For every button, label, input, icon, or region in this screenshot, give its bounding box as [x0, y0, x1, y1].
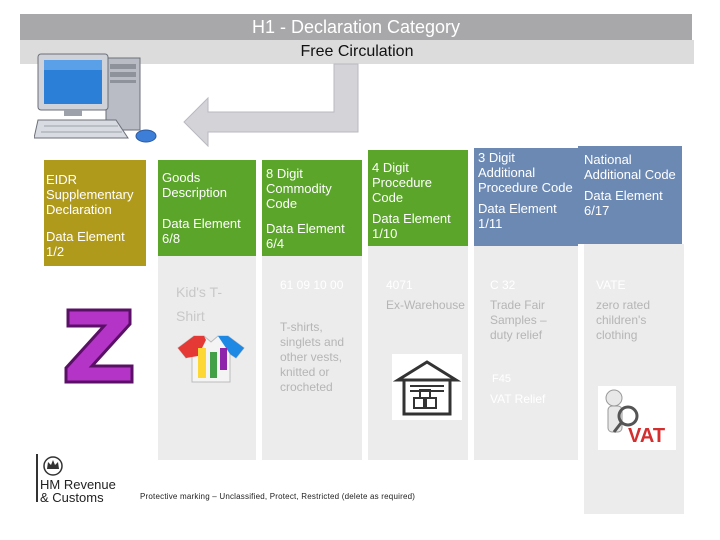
procedure-description: Ex-Warehouse — [386, 298, 466, 313]
letter-z-icon — [64, 306, 136, 386]
column-commodity-title: 8 Digit Commodity Code — [266, 166, 358, 211]
goods-value: Kid's T-Shirt — [176, 280, 246, 328]
column-additional-title: 3 Digit Additional Procedure Code — [478, 150, 574, 195]
national-code-value: VATE — [596, 278, 676, 293]
vat-magnifier-icon: VAT — [598, 386, 676, 450]
column-procedure-data-element: Data Element 1/10 — [372, 211, 464, 241]
page-title: H1 - Declaration Category — [20, 14, 692, 40]
column-eidr-title: EIDR Supplementary Declaration — [46, 172, 144, 217]
commodity-description: T-shirts, singlets and other vests, knit… — [280, 320, 358, 395]
column-commodity-header: 8 Digit Commodity Code Data Element 6/4 — [262, 160, 362, 256]
additional-description-2: VAT Relief — [490, 392, 570, 407]
goods-value-text: Kid's T-Shirt — [176, 280, 246, 328]
hmrc-logo: HM Revenue & Customs — [40, 478, 116, 504]
column-eidr-header: EIDR Supplementary Declaration Data Elem… — [44, 160, 146, 266]
column-procedure-title: 4 Digit Procedure Code — [372, 160, 464, 205]
column-procedure-header: 4 Digit Procedure Code Data Element 1/10 — [368, 150, 468, 246]
protective-marking-note: Protective marking – Unclassified, Prote… — [140, 492, 580, 501]
column-additional-header: 3 Digit Additional Procedure Code Data E… — [474, 148, 578, 246]
procedure-code-value: 4071 — [386, 278, 456, 293]
warehouse-icon — [392, 354, 462, 420]
commodity-code-value: 61 09 10 00 — [280, 278, 360, 293]
column-commodity-data-element: Data Element 6/4 — [266, 221, 358, 251]
additional-code-value: C 32 — [490, 278, 570, 293]
column-national-header: National Additional Code Data Element 6/… — [578, 146, 682, 244]
column-additional-data-element: Data Element 1/11 — [478, 201, 574, 231]
national-description: zero rated children's clothing — [596, 298, 676, 343]
additional-description: Trade Fair Samples – duty relief — [490, 298, 570, 343]
column-goods-data-element: Data Element 6/8 — [162, 216, 252, 246]
column-goods-title: Goods Description — [162, 170, 252, 200]
hmrc-logo-line2: & Customs — [40, 491, 116, 504]
logo-rule — [36, 454, 38, 502]
computer-icon — [34, 48, 164, 148]
column-national-data-element: Data Element 6/17 — [584, 188, 676, 218]
tshirt-icon — [176, 334, 246, 384]
column-goods-header: Goods Description Data Element 6/8 — [158, 160, 256, 256]
additional-code-value-2: F45 — [492, 372, 572, 387]
column-national-title: National Additional Code — [584, 152, 676, 182]
svg-text:VAT: VAT — [628, 425, 665, 447]
flow-arrow — [170, 62, 370, 162]
column-eidr-data-element: Data Element 1/2 — [46, 229, 144, 259]
crown-crest-icon — [38, 454, 68, 478]
